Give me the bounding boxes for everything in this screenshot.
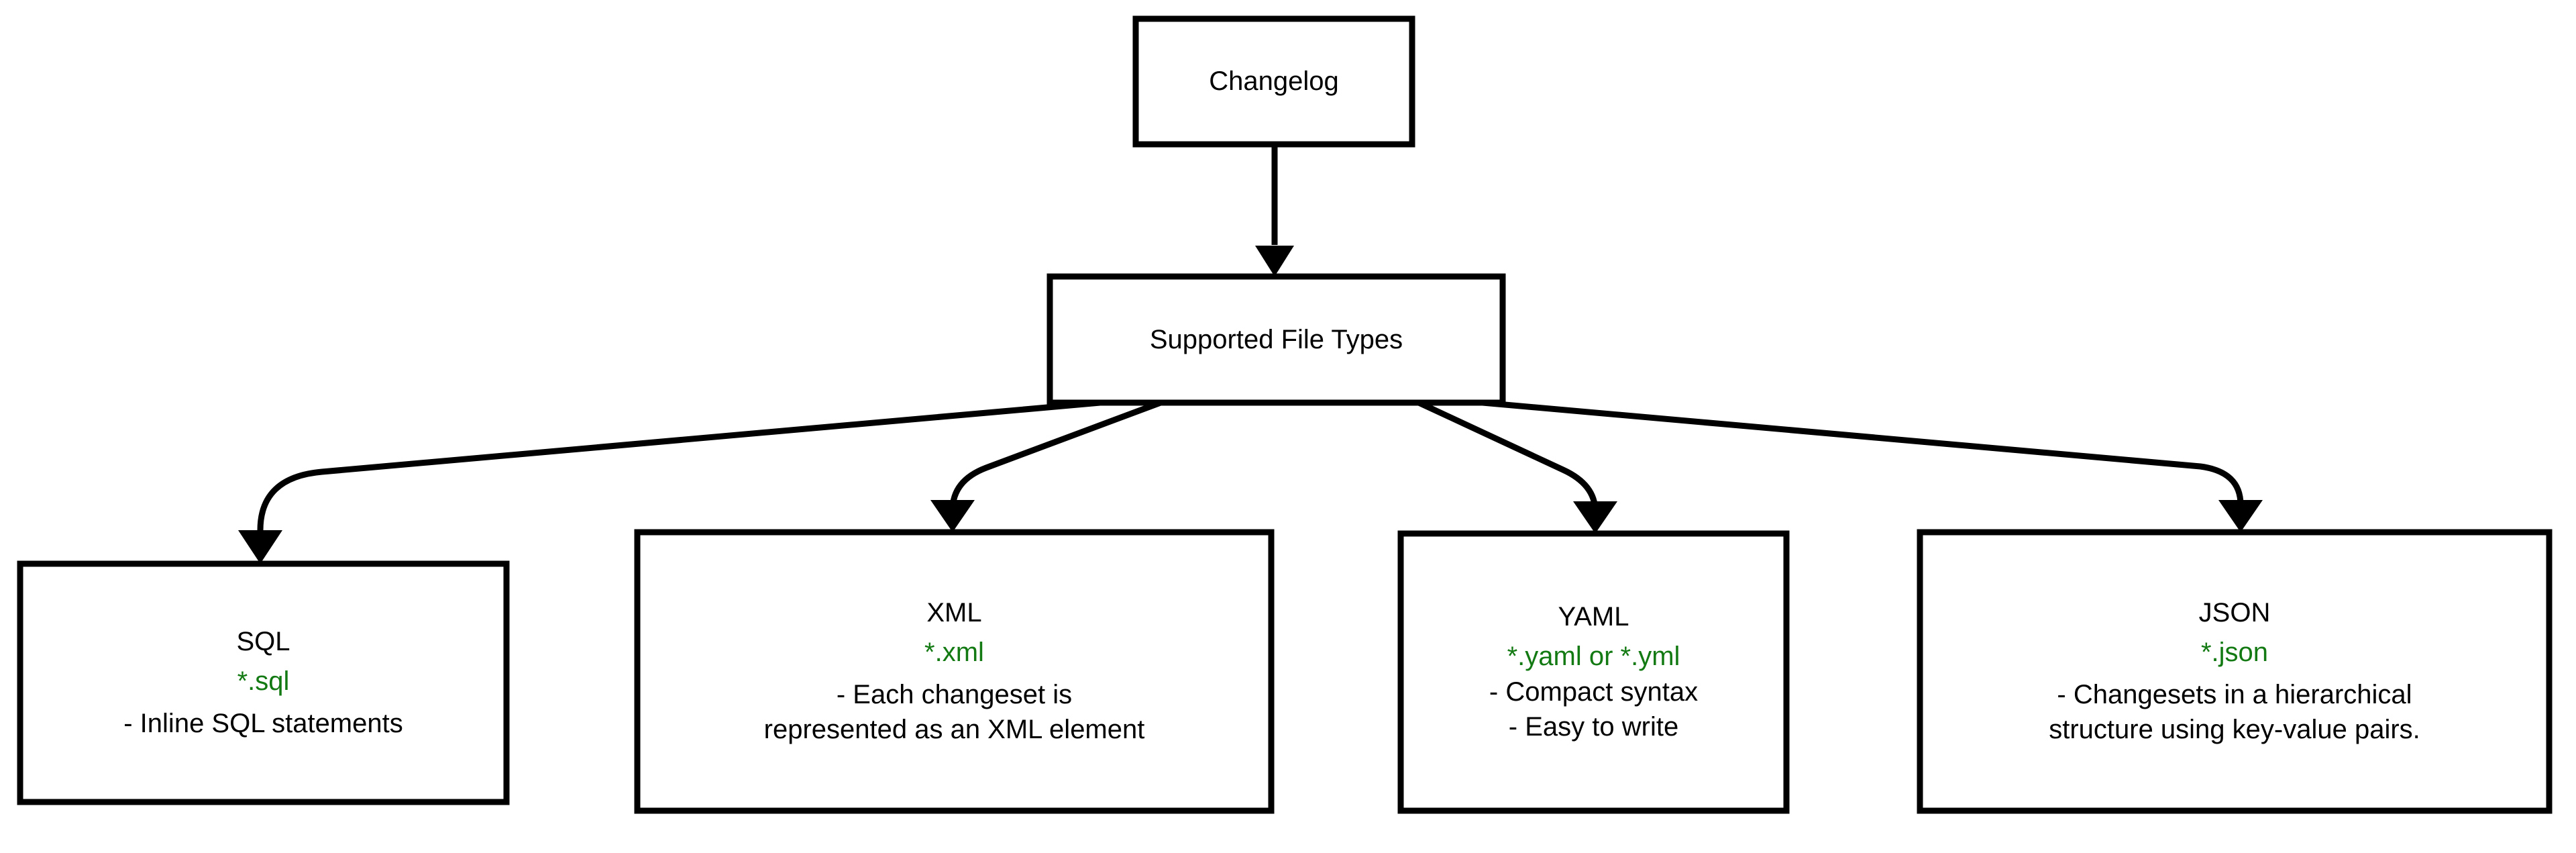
node-box-xml[interactable] <box>634 529 1275 814</box>
arrowhead-icon-yaml <box>1573 501 1617 534</box>
arrowhead-icon-sql <box>238 530 282 564</box>
edge-supported-to-json <box>1482 399 2244 508</box>
edge-supported-to-yaml <box>1417 399 1599 515</box>
node-box-json[interactable] <box>1917 529 2553 814</box>
arrowhead-icon-supported <box>1255 246 1294 277</box>
arrowhead-group <box>238 246 2263 564</box>
node-box-changelog[interactable] <box>1132 15 1415 148</box>
node-box-supported-file-types[interactable] <box>1046 273 1506 406</box>
node-box-yaml[interactable] <box>1397 530 1790 814</box>
edge-supported-to-xml <box>949 399 1162 513</box>
arrowhead-icon-json <box>2218 500 2263 532</box>
node-box-group <box>17 15 2553 814</box>
node-box-sql[interactable] <box>17 560 510 805</box>
edge-supported-to-sql <box>257 399 1101 537</box>
arrowhead-icon-xml <box>930 500 975 532</box>
